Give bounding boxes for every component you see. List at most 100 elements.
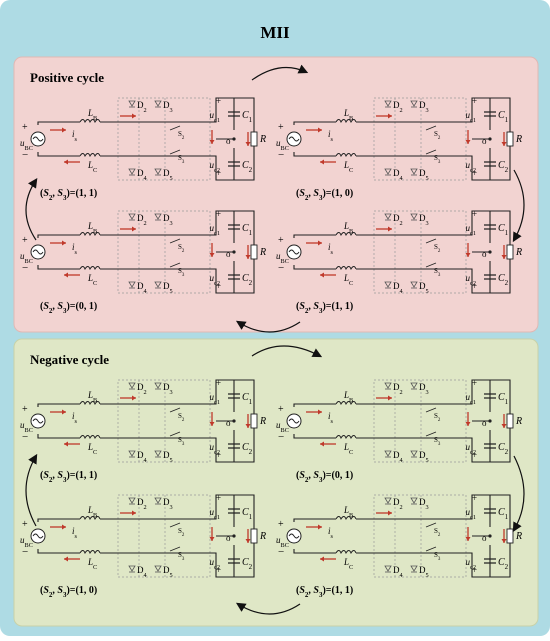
source-voltage-label: uBC — [276, 251, 289, 265]
capacitor-c2-icon — [228, 558, 240, 564]
source-voltage-label: uBC — [276, 535, 289, 549]
current-is-label: is — [72, 242, 78, 256]
diode-d4-label: D4 — [393, 168, 404, 182]
diode-d3-label: D3 — [163, 382, 173, 396]
wire-bottom — [293, 434, 490, 463]
inductor-lc-label: LC — [87, 273, 97, 287]
current-arrow-top-head — [132, 395, 136, 401]
midpoint-o-label: o — [226, 418, 231, 428]
current-arrow-load-head — [501, 539, 507, 543]
inductor-lb-label: LB — [87, 108, 97, 122]
resistor-label: R — [259, 416, 266, 427]
diode-d3-label: D3 — [163, 100, 173, 114]
inductor-lc-icon — [335, 153, 357, 158]
source-minus: − — [278, 262, 284, 274]
inductor-lc-icon — [335, 435, 357, 440]
switch-s3-label: S3 — [434, 154, 441, 165]
inductor-lb-icon — [335, 119, 357, 124]
voltage-uc1-label: uc1 — [466, 507, 476, 521]
current-is-label: is — [328, 129, 334, 143]
voltage-uc2-label: uc2 — [466, 442, 476, 456]
current-arrow-bottom-head — [320, 159, 324, 165]
resistor-icon — [250, 528, 258, 544]
switch-network-box — [373, 494, 467, 578]
flow-arrow-left-positive — [25, 178, 38, 241]
voltage-uc1-label: uc1 — [210, 392, 220, 406]
voltage-uc1-label: uc1 — [466, 110, 476, 124]
diode-d4 — [384, 168, 392, 175]
uc1-plus: + — [216, 96, 221, 106]
diode-d5-label: D5 — [419, 450, 429, 464]
source-plus: + — [278, 235, 284, 246]
diode-d4 — [128, 450, 136, 457]
switch-s2-icon — [425, 238, 437, 244]
capacitor-c1-label: C1 — [498, 110, 509, 124]
state-caption: (S2, S3)=(0, 1) — [40, 301, 97, 315]
capacitor-c1-icon — [228, 111, 240, 117]
current-arrow-source-head — [318, 524, 322, 530]
diode-d2-label: D2 — [137, 100, 147, 114]
current-arrow-load-head — [501, 142, 507, 146]
flow-arrow-top-negative — [251, 345, 323, 358]
switch-s2-icon — [169, 522, 181, 528]
source-plus: + — [278, 122, 284, 133]
current-is-label: is — [328, 526, 334, 540]
voltage-uc2-label: uc2 — [466, 160, 476, 174]
midpoint-o-label: o — [482, 418, 487, 428]
inductor-lb-label: LB — [87, 221, 97, 235]
source-minus: − — [22, 262, 28, 274]
capacitor-c2-label: C2 — [242, 160, 253, 174]
capacitor-c2-label: C2 — [498, 442, 509, 456]
inductor-lc-icon — [79, 550, 101, 555]
inductor-lb-icon — [79, 516, 101, 521]
current-is-label: is — [72, 411, 78, 425]
ac-wave-icon — [32, 533, 44, 539]
diode-d5-label: D5 — [419, 281, 429, 295]
capacitor-c1-icon — [484, 111, 496, 117]
capacitor-c1-label: C1 — [498, 392, 509, 406]
uc2-plus: + — [216, 281, 221, 291]
midpoint-o-label: o — [482, 249, 487, 259]
current-arrow-source-head — [318, 240, 322, 246]
diode-d5 — [410, 450, 418, 457]
inductor-lc-icon — [335, 266, 357, 271]
diode-d5-label: D5 — [163, 281, 173, 295]
voltage-uc2-label: uc2 — [210, 442, 220, 456]
capacitor-c2-label: C2 — [498, 557, 509, 571]
diode-d4-label: D4 — [393, 565, 404, 579]
wire-bottom — [37, 434, 234, 463]
current-arrow-top-head — [388, 226, 392, 232]
wire-bottom — [37, 265, 234, 294]
cycle-flow-arrows — [25, 64, 525, 615]
midpoint-node — [232, 250, 236, 254]
diode-d5-label: D5 — [163, 450, 173, 464]
diode-d4-label: D4 — [137, 168, 148, 182]
current-arrow-load-head — [501, 255, 507, 259]
switch-network-box — [373, 210, 467, 294]
capacitor-c1-icon — [228, 508, 240, 514]
capacitor-c2-icon — [484, 274, 496, 280]
midpoint-o-label: o — [226, 533, 231, 543]
diode-d3 — [410, 497, 418, 504]
switch-s3-icon — [425, 546, 437, 552]
switch-s3-icon — [169, 262, 181, 268]
capacitor-c2-icon — [228, 443, 240, 449]
inductor-lb-label: LB — [87, 505, 97, 519]
source-voltage-label: uBC — [20, 138, 33, 152]
midpoint-node — [488, 137, 492, 141]
resistor-label: R — [515, 416, 522, 427]
switch-s2-icon — [425, 125, 437, 131]
current-arrow-leg-head — [465, 253, 471, 257]
current-arrow-source-head — [62, 524, 66, 530]
diode-d4-label: D4 — [137, 281, 148, 295]
midpoint-o-label: o — [482, 533, 487, 543]
wire-bottom — [293, 265, 490, 294]
capacitor-c1-label: C1 — [242, 110, 253, 124]
uc1-plus: + — [472, 209, 477, 219]
uc1-plus: + — [472, 378, 477, 388]
inductor-lb-label: LB — [343, 390, 353, 404]
inductor-lc-label: LC — [87, 442, 97, 456]
